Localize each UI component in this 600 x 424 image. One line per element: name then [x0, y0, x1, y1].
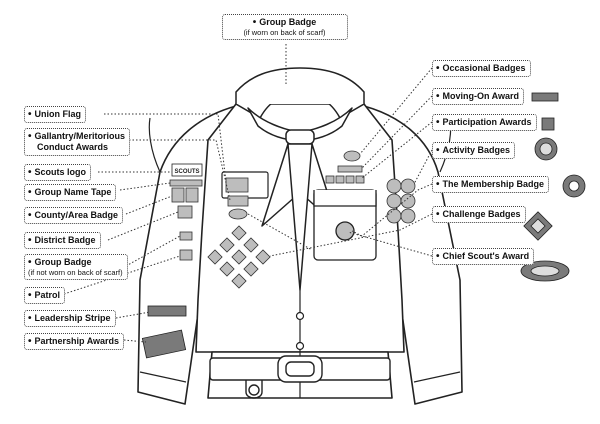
bullet: • — [28, 187, 32, 198]
bullet: • — [28, 167, 32, 178]
right-pocket — [313, 189, 377, 261]
label-text: The Membership Badge — [442, 179, 545, 189]
union-flag-patch — [225, 177, 249, 193]
scarf — [247, 107, 353, 291]
left-sleeve-badges — [169, 179, 203, 261]
label-text: Group Name Tape — [34, 187, 112, 197]
bullet: • — [252, 17, 257, 28]
moving-on-patch — [337, 165, 363, 173]
chief-scouts-award-on-pocket — [335, 221, 355, 241]
label-text: Activity Badges — [442, 145, 511, 155]
label-text: Challenge Badges — [442, 209, 521, 219]
bullet: • — [28, 336, 32, 347]
label-text: Leadership Stripe — [34, 313, 111, 323]
right-chest-badges — [325, 150, 365, 184]
bullet: • — [436, 251, 440, 262]
bullet: • — [28, 109, 32, 120]
label-text: Partnership Awards — [34, 336, 120, 346]
label-chief-scouts-award: •Chief Scout's Award — [432, 248, 535, 265]
label-text: Occasional Badges — [442, 63, 526, 73]
bullet: • — [28, 290, 32, 301]
label-challenge-badges: •Challenge Badges — [432, 206, 526, 223]
scouts-logo-on-sleeve: SCOUTS — [171, 163, 203, 177]
label-membership-badge: •The Membership Badge — [432, 176, 550, 193]
leader-lines — [63, 44, 433, 343]
label-text: Patrol — [34, 290, 61, 300]
bullet: • — [28, 235, 32, 246]
group-badge-patch — [179, 231, 193, 241]
label-text: District Badge — [34, 235, 96, 245]
label-gallantry: •Gallantry/Meritorious Conduct Awards — [24, 128, 131, 156]
moving-on-award-icon — [531, 92, 559, 102]
group-name-tape-patch — [169, 179, 203, 187]
bullet: • — [436, 179, 440, 190]
partnership-patch — [141, 329, 187, 359]
label-county-area-badge: •County/Area Badge — [24, 207, 124, 224]
scouts-logo-text: SCOUTS — [174, 169, 199, 175]
woggle — [285, 129, 315, 145]
label-participation-awards: •Participation Awards — [432, 114, 537, 131]
collar — [234, 67, 366, 120]
label-group-badge-left: •Group Badge (if not worn on back of sca… — [24, 254, 128, 280]
label-text: Scouts logo — [34, 167, 87, 177]
label-moving-on-award: •Moving-On Award — [432, 88, 525, 105]
label-text: Union Flag — [34, 109, 82, 119]
gallantry-patch — [227, 195, 249, 207]
label-union-flag: •Union Flag — [24, 106, 87, 123]
label-icons — [520, 92, 586, 282]
patrol-patch — [179, 249, 193, 261]
label-text: Chief Scout's Award — [442, 251, 530, 261]
bullet: • — [436, 63, 440, 74]
label-text-2: Conduct Awards — [37, 142, 109, 152]
leadership-stripe-patch — [147, 305, 187, 317]
label-group-badge-top: •Group Badge (if worn on back of scarf) — [222, 14, 348, 40]
bullet: • — [436, 209, 440, 220]
occasional-badge-patch — [343, 150, 361, 162]
label-text: Gallantry/Meritorious — [34, 131, 126, 141]
label-text: Participation Awards — [442, 117, 532, 127]
challenge-badges-grid — [207, 225, 271, 289]
label-text: County/Area Badge — [34, 210, 119, 220]
belt — [209, 355, 391, 399]
label-subtext: (if worn on back of scarf) — [243, 28, 326, 37]
bullet: • — [436, 145, 440, 156]
county-badge-patch — [171, 187, 185, 203]
label-patrol: •Patrol — [24, 287, 66, 304]
label-leadership-stripe: •Leadership Stripe — [24, 310, 116, 327]
label-occasional-badges: •Occasional Badges — [432, 60, 531, 77]
bullet: • — [436, 91, 440, 102]
label-text: Group Badge — [259, 17, 317, 27]
activity-badges-on-sleeve — [386, 178, 416, 224]
membership-oval-patch — [228, 208, 248, 220]
label-subtext: (if not worn on back of scarf) — [28, 268, 123, 277]
participation-award-icon — [541, 117, 555, 131]
bullet: • — [28, 313, 32, 324]
bullet: • — [28, 257, 32, 268]
bullet: • — [28, 131, 32, 142]
county-badge-patch-2 — [185, 187, 199, 203]
label-scouts-logo: •Scouts logo — [24, 164, 92, 181]
label-text: Group Badge — [34, 257, 92, 267]
label-partnership-awards: •Partnership Awards — [24, 333, 125, 350]
label-text: Moving-On Award — [442, 91, 520, 101]
bullet: • — [28, 210, 32, 221]
label-activity-badges: •Activity Badges — [432, 142, 516, 159]
label-group-name-tape: •Group Name Tape — [24, 184, 117, 201]
label-district-badge: •District Badge — [24, 232, 101, 249]
bullet: • — [436, 117, 440, 128]
district-badge-patch — [177, 205, 193, 219]
